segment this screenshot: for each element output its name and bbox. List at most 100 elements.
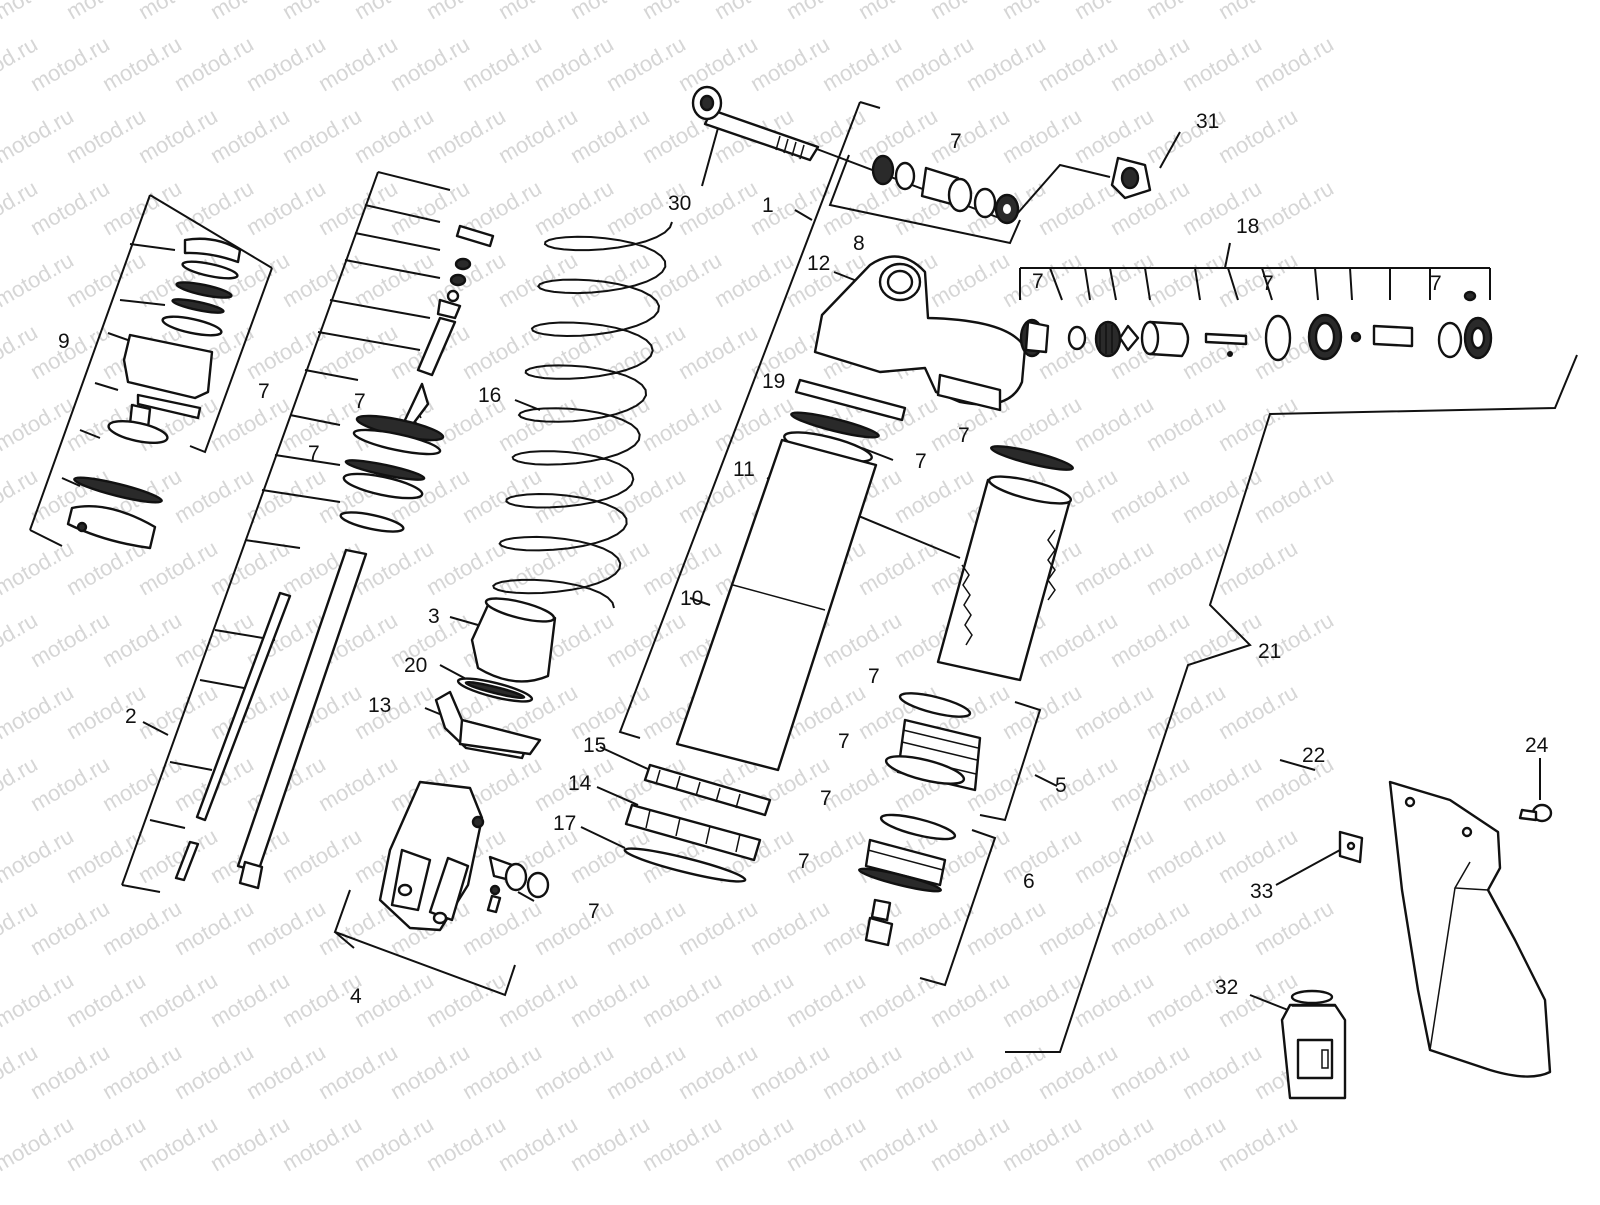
washer-20 xyxy=(456,677,534,703)
watermark-text: motod.ru xyxy=(1214,0,1302,24)
watermark-text: motod.ru xyxy=(530,175,618,240)
seal-head-5 xyxy=(884,692,982,792)
callout-7: 7 xyxy=(258,380,270,403)
watermark-text: motod.ru xyxy=(818,895,906,960)
watermark-text: motod.ru xyxy=(350,247,438,312)
watermark-text: motod.ru xyxy=(314,751,402,816)
callout-30: 30 xyxy=(668,192,691,215)
damper-rod-2 xyxy=(174,224,495,890)
watermark-text: motod.ru xyxy=(1214,103,1302,168)
watermark-text: motod.ru xyxy=(1034,751,1122,816)
watermark-text: motod.ru xyxy=(26,319,114,384)
watermark-text: motod.ru xyxy=(818,31,906,96)
callout-9: 9 xyxy=(58,330,70,353)
watermark-text: motod.ru xyxy=(1106,607,1194,672)
lower-eye-4 xyxy=(378,780,550,932)
watermark-text: motod.ru xyxy=(1250,463,1338,528)
watermark-text: motod.ru xyxy=(602,319,690,384)
watermark-text: motod.ru xyxy=(782,823,870,888)
watermark-text: motod.ru xyxy=(1178,319,1266,384)
watermark-text: motod.ru xyxy=(134,1111,222,1176)
watermark-text: motod.ru xyxy=(998,679,1086,744)
watermark-text: motod.ru xyxy=(386,1039,474,1104)
watermark-text: motod.ru xyxy=(26,607,114,672)
callout-7: 7 xyxy=(1262,272,1274,295)
watermark-text: motod.ru xyxy=(422,103,510,168)
callout-7: 7 xyxy=(915,450,927,473)
watermark-text: motod.ru xyxy=(350,967,438,1032)
watermark-text: motod.ru xyxy=(1034,607,1122,672)
watermark-text: motod.ru xyxy=(962,1039,1050,1104)
watermark-text: motod.ru xyxy=(710,1111,798,1176)
callout-12: 12 xyxy=(807,252,830,275)
mud-flap-22 xyxy=(1388,780,1552,1078)
watermark-text: motod.ru xyxy=(566,103,654,168)
watermark-text: motod.ru xyxy=(1178,31,1266,96)
watermark-text: motod.ru xyxy=(62,1111,150,1176)
watermark-text: motod.ru xyxy=(1106,895,1194,960)
callout-7: 7 xyxy=(1430,272,1442,295)
clip-33 xyxy=(1338,830,1364,864)
preload-rings xyxy=(623,763,772,883)
watermark-text: motod.ru xyxy=(206,391,294,456)
callout-3: 3 xyxy=(428,605,440,628)
watermark-text: motod.ru xyxy=(1250,175,1338,240)
watermark-text: motod.ru xyxy=(170,1039,258,1104)
watermark-text: motod.ru xyxy=(674,319,762,384)
watermark-text: motod.ru xyxy=(422,967,510,1032)
watermark-text: motod.ru xyxy=(1106,751,1194,816)
watermark-text: motod.ru xyxy=(62,103,150,168)
watermark-text: motod.ru xyxy=(782,1111,870,1176)
watermark-text: motod.ru xyxy=(638,391,726,456)
watermark-text: motod.ru xyxy=(1142,679,1230,744)
callout-7: 7 xyxy=(958,424,970,447)
watermark-text: motod.ru xyxy=(530,31,618,96)
watermark-text: motod.ru xyxy=(1070,679,1158,744)
watermark-text: motod.ru xyxy=(1214,391,1302,456)
watermark-text: motod.ru xyxy=(458,31,546,96)
watermark-text: motod.ru xyxy=(1070,967,1158,1032)
ring-7-upper-right xyxy=(990,445,1074,471)
watermark-text: motod.ru xyxy=(26,751,114,816)
callout-32: 32 xyxy=(1215,976,1238,999)
watermark-text: motod.ru xyxy=(1070,103,1158,168)
watermark-text: motod.ru xyxy=(746,31,834,96)
watermark-text: motod.ru xyxy=(62,823,150,888)
watermark-text: motod.ru xyxy=(1214,535,1302,600)
callout-21: 21 xyxy=(1258,640,1281,663)
callout-20: 20 xyxy=(404,654,427,677)
watermark-text: motod.ru xyxy=(458,463,546,528)
watermark-text: motod.ru xyxy=(1142,391,1230,456)
callout-13: 13 xyxy=(368,694,391,717)
callout-22: 22 xyxy=(1302,744,1325,767)
watermark-text: motod.ru xyxy=(998,103,1086,168)
watermark-text: motod.ru xyxy=(242,895,330,960)
watermark-text: motod.ru xyxy=(422,535,510,600)
watermark-text: motod.ru xyxy=(170,463,258,528)
watermark-text: motod.ru xyxy=(98,31,186,96)
watermark-text: motod.ru xyxy=(674,895,762,960)
watermark-text: motod.ru xyxy=(206,1111,294,1176)
callout-11: 11 xyxy=(733,458,755,481)
watermark-text: motod.ru xyxy=(926,103,1014,168)
watermark-text: motod.ru xyxy=(1142,1111,1230,1176)
callout-15: 15 xyxy=(583,734,606,757)
nut-31 xyxy=(1110,156,1152,200)
watermark-text: motod.ru xyxy=(926,1111,1014,1176)
callout-18: 18 xyxy=(1236,215,1259,238)
watermark-text: motod.ru xyxy=(530,895,618,960)
watermark-text: motod.ru xyxy=(0,679,78,744)
watermark-text: motod.ru xyxy=(638,967,726,1032)
watermark-text: motod.ru xyxy=(278,247,366,312)
watermark-text: motod.ru xyxy=(746,895,834,960)
watermark-text: motod.ru xyxy=(746,1039,834,1104)
callout-7: 7 xyxy=(588,900,600,923)
watermark-text: motod.ru xyxy=(242,175,330,240)
watermark-text: motod.ru xyxy=(98,1039,186,1104)
watermark-text: motod.ru xyxy=(170,895,258,960)
spring-clip-13 xyxy=(434,690,542,760)
watermark-text: motod.ru xyxy=(638,1111,726,1176)
watermark-text: motod.ru xyxy=(0,823,78,888)
callout-5: 5 xyxy=(1055,774,1067,797)
